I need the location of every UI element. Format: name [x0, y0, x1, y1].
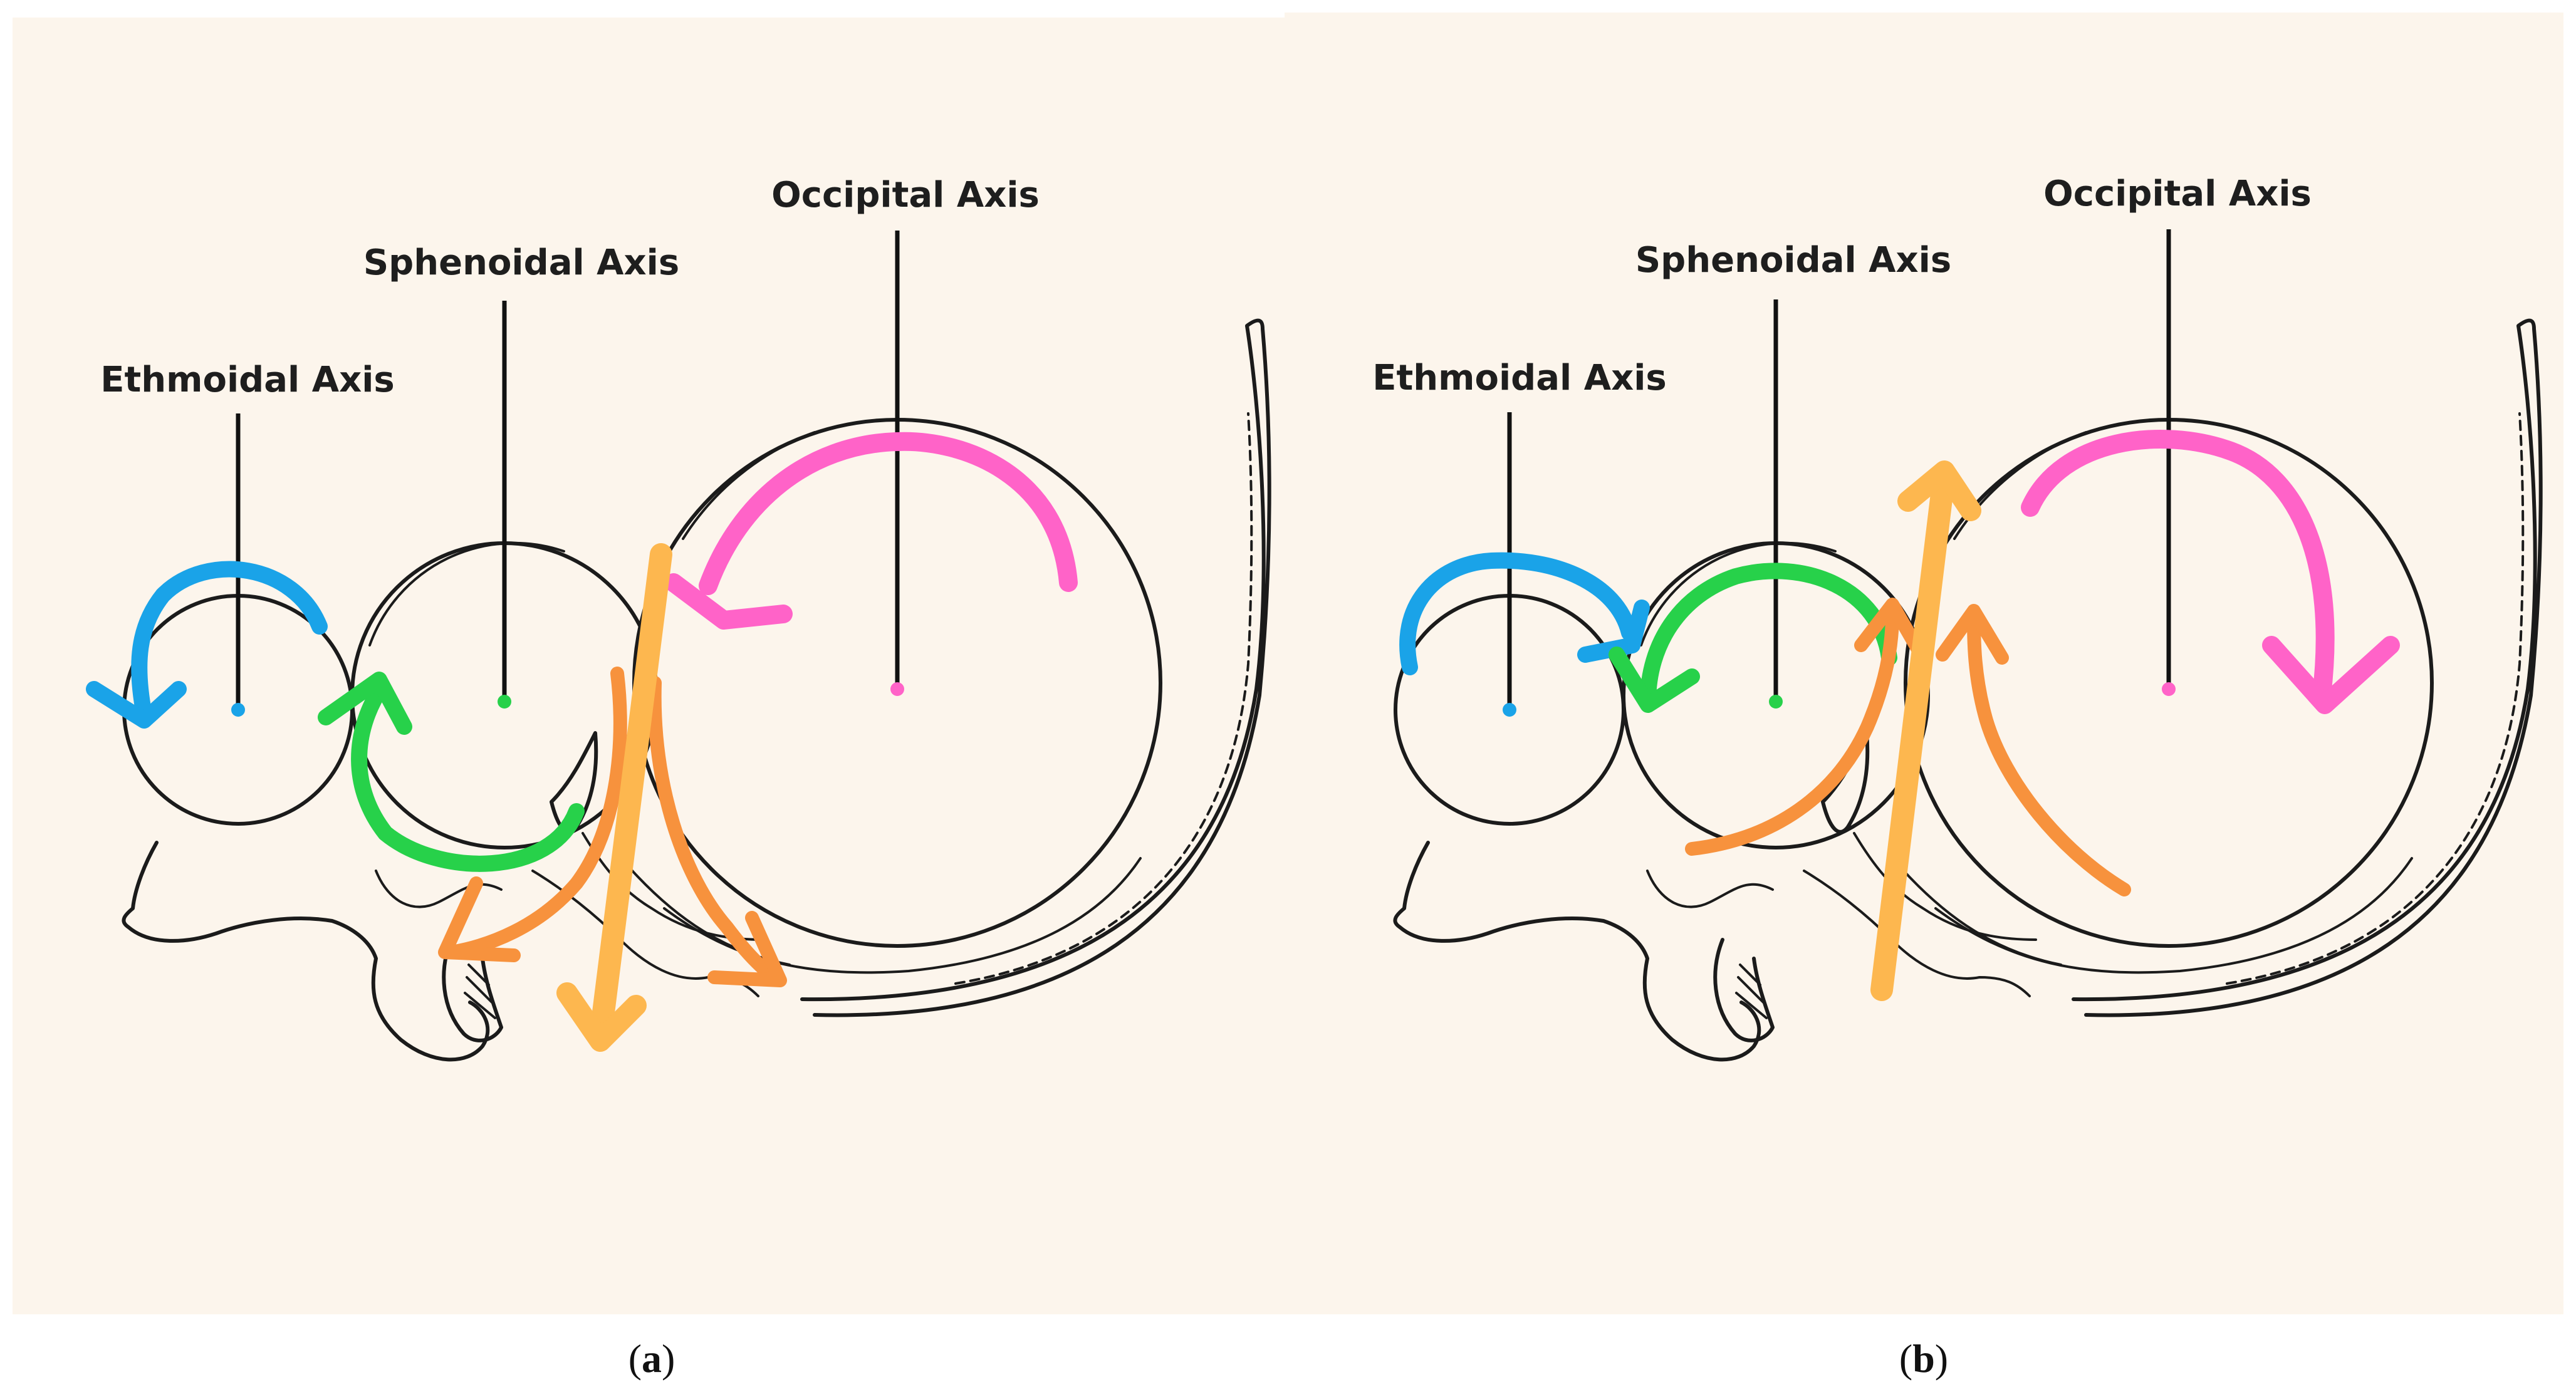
- caption-b-letter: b: [1912, 1336, 1935, 1381]
- panel-a-ethmoidal-center: [231, 703, 245, 717]
- panel-a-sphenoidal-center: [498, 695, 511, 709]
- panel-b-occipital-center: [2162, 682, 2176, 696]
- panel-a-ethmoidal-label: Ethmoidal Axis: [100, 360, 394, 400]
- panel-b-occipital-label: Occipital Axis: [2043, 174, 2312, 214]
- panel-b-secondary-arrow-left: [1685, 598, 1924, 856]
- panel-b: Ethmoidal Axis Sphenoidal Axis Occipital…: [1285, 13, 2563, 1314]
- panel-b-secondary-arrow-right: [1936, 604, 2131, 896]
- panel-a-occipital-center: [890, 682, 904, 696]
- panel-b-sphenoidal-center: [1769, 695, 1783, 709]
- panel-a: Ethmoidal Axis Sphenoidal Axis Occipital…: [13, 18, 1285, 1314]
- panel-b-main-arrow: [1870, 460, 1981, 1001]
- panel-a-occipital-label: Occipital Axis: [771, 175, 1040, 216]
- panel-b-sphenoidal-arrow: [1609, 563, 1897, 713]
- panel-a-occipital-arrow: [664, 432, 1078, 630]
- panel-b-ethmoidal-label: Ethmoidal Axis: [1372, 358, 1666, 398]
- panel-a-ethmoidal-arrow: [86, 561, 328, 729]
- panel-b-sphenoidal-label: Sphenoidal Axis: [1635, 240, 1951, 281]
- caption-a-letter: a: [642, 1336, 662, 1381]
- panel-b-occipital-arrow: [2021, 430, 2400, 714]
- panel-a-sphenoidal-arrow: [318, 672, 585, 872]
- panel-b-ethmoidal-arrow: [1399, 552, 1650, 675]
- panel-a-main-arrow: [556, 543, 672, 1052]
- caption-a: (a): [628, 1336, 675, 1381]
- panel-b-ethmoidal-center: [1503, 703, 1516, 717]
- panel-a-sphenoidal-label: Sphenoidal Axis: [363, 242, 679, 283]
- panel-a-secondary-arrow-left: [438, 667, 627, 962]
- caption-b: (b): [1899, 1336, 1948, 1381]
- panel-a-secondary-arrow-right: [647, 676, 787, 987]
